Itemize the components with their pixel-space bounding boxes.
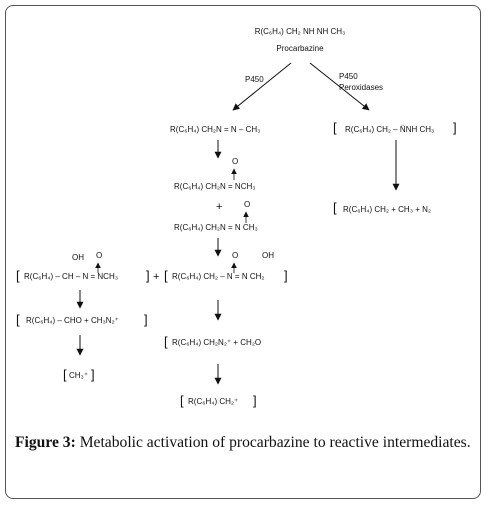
azo-compound: R(C₆H₄) CH₂N = N – CH₃ — [170, 125, 260, 134]
bracket-left: [ — [16, 268, 20, 283]
procarbazine-name: Procarbazine — [276, 44, 324, 53]
bracket-right: ] — [146, 268, 150, 283]
bracket-left: [ — [333, 200, 337, 215]
enzyme-label-peroxidases: Peroxidases — [339, 83, 383, 92]
plus-sign: + — [216, 201, 222, 213]
bracket-left: [ — [164, 334, 168, 349]
bracket-left: [ — [63, 367, 67, 382]
methyl-cation: CH₃⁺ — [69, 371, 88, 380]
bracket-left: [ — [180, 393, 184, 408]
oxygen-label: O — [244, 200, 250, 209]
hydroxyl-label: OH — [262, 251, 274, 260]
oxygen-label: O — [232, 157, 238, 166]
figure-caption: Figure 3: Metabolic activation of procar… — [15, 433, 475, 452]
hydroxyl-label: OH — [72, 253, 84, 262]
diazonium-products: R(C₆H₄) CH₂N₂⁺ + CH₂O — [172, 338, 261, 347]
bracket-right: ] — [253, 393, 257, 408]
enzyme-label-right: P450 — [339, 72, 358, 81]
bracket-right: ] — [453, 120, 457, 135]
hydroxy-left: R(C₆H₄) – CH – N = NCH₃ — [24, 272, 118, 281]
arrow-to-azo — [232, 62, 292, 111]
bracket-right: ] — [91, 367, 95, 382]
aldehyde-products: R(C₆H₄) – CHO + CH₃N₂⁺ — [26, 316, 119, 325]
oxygen-label: O — [232, 251, 238, 260]
azoxy-isomer-2: R(C₆H₄) CH₂N = N CH₃ — [174, 223, 258, 232]
oxygen-label: O — [96, 251, 102, 260]
radical-products: R(C₆H₄) CH₂ + CH₃ + N₂ — [343, 205, 431, 214]
bracket-right: ] — [144, 312, 148, 327]
procarbazine-formula: R(C₆H₄) CH₂ NH NH CH₃ — [255, 27, 346, 36]
benzyl-cation: R(C₆H₄) CH₂⁺ — [188, 397, 238, 406]
caption-text: Metabolic activation of procarbazine to … — [79, 434, 471, 451]
figure-frame — [5, 5, 481, 499]
bracket-left: [ — [333, 120, 337, 135]
bracket-left: [ — [16, 312, 20, 327]
bracket-left: [ — [164, 268, 168, 283]
bracket-right: ] — [284, 268, 288, 283]
azoxy-isomer-1: R(C₆H₄) CH₂N = NCH₃ — [174, 182, 256, 191]
hydroxy-right: R(C₆H₄) CH₂ – N = N CH₂ — [172, 272, 264, 281]
caption-label: Figure 3: — [15, 434, 76, 451]
radical-intermediate: R(C₆H₄) CH₂ – N̈NH CH₃ — [345, 125, 434, 134]
enzyme-label-left: P450 — [245, 75, 264, 84]
plus-sign: + — [153, 271, 159, 283]
arrow-to-radical — [309, 62, 370, 111]
